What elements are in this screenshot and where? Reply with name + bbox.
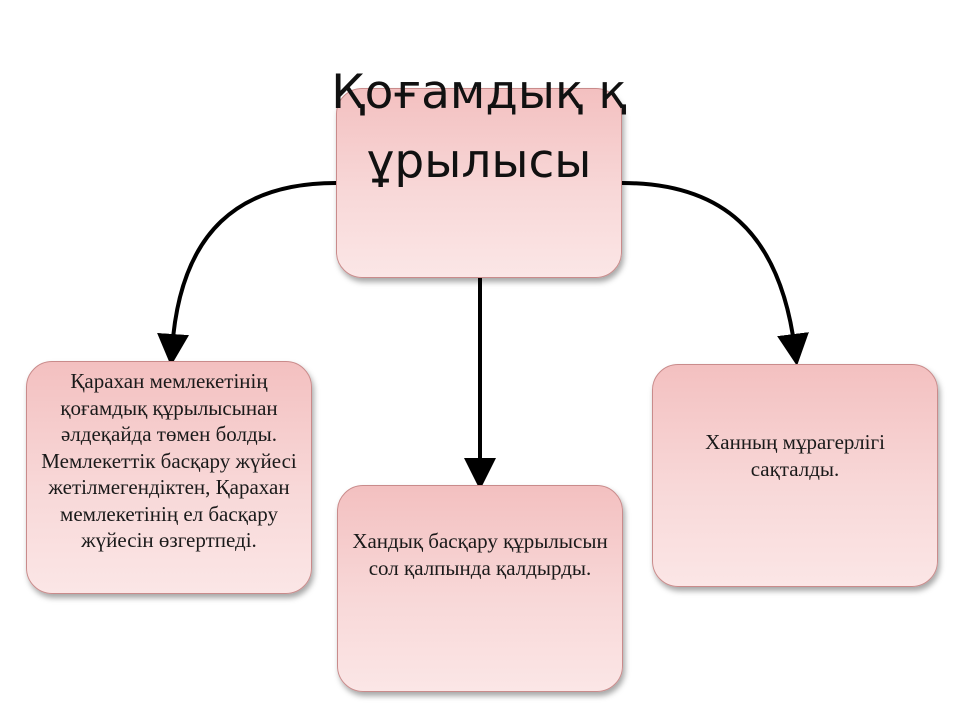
central-topic-title: Қоғамдық құрылысы <box>331 65 627 189</box>
central-topic-box <box>336 88 622 278</box>
left-subtopic-box: Қарахан мемлекетінің қоғамдық құрылысына… <box>26 361 312 594</box>
left-subtopic-text: Қарахан мемлекетінің қоғамдық құрылысына… <box>41 369 297 552</box>
right-subtopic-text: Ханның мұрагерлігі сақталды. <box>705 430 885 481</box>
middle-subtopic-box: Хандық басқару құрылысын сол қалпында қа… <box>337 485 623 692</box>
right-subtopic-box: Ханның мұрагерлігі сақталды. <box>652 364 938 587</box>
arrow-to-left-box <box>157 181 337 366</box>
middle-subtopic-text: Хандық басқару құрылысын сол қалпында қа… <box>352 529 608 580</box>
arrow-to-right-box <box>621 181 809 366</box>
